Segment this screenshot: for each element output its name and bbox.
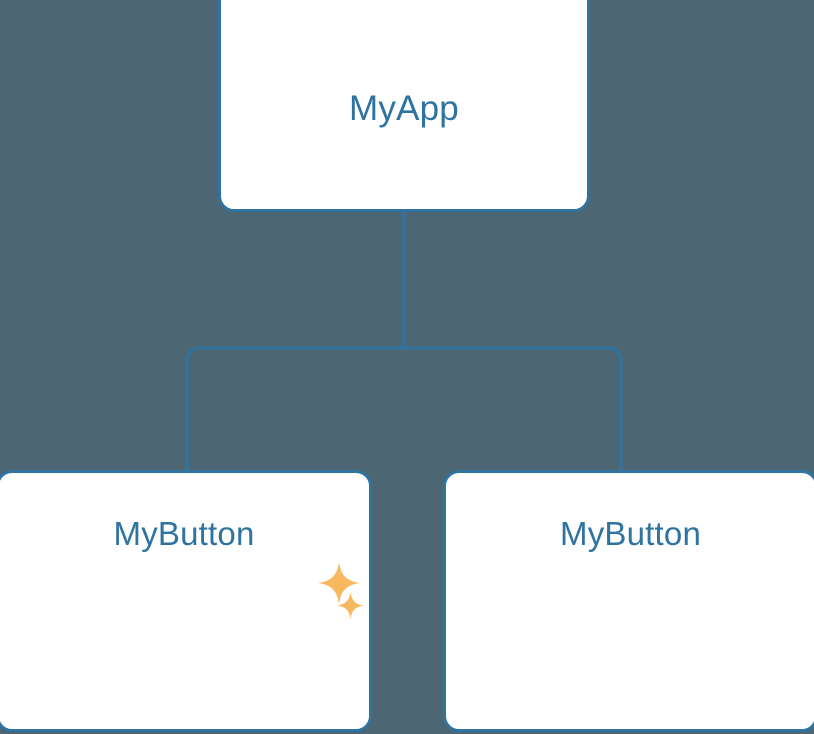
component-title: MyButton xyxy=(113,515,255,552)
component-card-mybutton-left[interactable]: MyButton xyxy=(0,470,372,732)
component-title: MyButton xyxy=(560,515,701,552)
connector-branch xyxy=(185,346,623,470)
component-title: MyApp xyxy=(349,89,459,128)
component-card-mybutton-right[interactable]: MyButton xyxy=(443,470,814,732)
component-card-myapp[interactable]: MyApp xyxy=(218,0,590,212)
